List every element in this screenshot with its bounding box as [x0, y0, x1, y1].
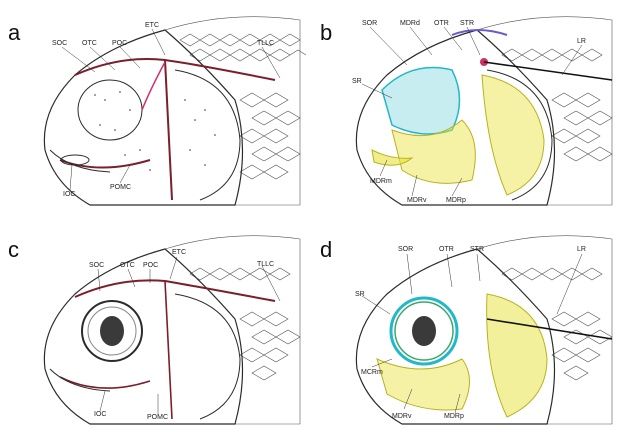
label-otr: OTR	[434, 20, 449, 27]
fish-head-drawing-c	[0, 219, 312, 438]
label-lr: LR	[577, 38, 586, 45]
label-tllc: TLLC	[257, 40, 274, 47]
panel-letter: a	[8, 22, 20, 44]
label-tllc: TLLC	[257, 261, 274, 268]
label-sor: SOR	[362, 20, 377, 27]
label-pomc: POMC	[147, 414, 168, 421]
label-poc: POC	[143, 262, 158, 269]
panel-letter: b	[320, 22, 332, 44]
label-poc: POC	[112, 40, 127, 47]
panel-a: a SOC OTC POC ETC TLLC IOC POMC	[0, 0, 312, 219]
label-soc: SOC	[89, 262, 104, 269]
label-mdrv: MDRv	[392, 413, 411, 420]
label-sr: SR	[355, 291, 365, 298]
label-mcrm: MCRm	[361, 369, 383, 376]
panel-d: d SOR OTR STR LR SR MCRm MDRv MDRp	[312, 219, 624, 438]
label-sor: SOR	[398, 246, 413, 253]
fish-head-drawing-b	[312, 0, 624, 219]
label-otr: OTR	[439, 246, 454, 253]
label-ioc: IOC	[63, 191, 75, 198]
label-pomc: POMC	[110, 184, 131, 191]
label-mdrd: MDRd	[400, 20, 420, 27]
label-str: STR	[460, 20, 474, 27]
panel-c: c SOC OTC POC ETC TLLC IOC POMC	[0, 219, 312, 438]
label-soc: SOC	[52, 40, 67, 47]
fish-head-drawing-a	[0, 0, 312, 219]
panel-b: b SOR MDRd OTR STR LR SR MDRm MDRv MDRp	[312, 0, 624, 219]
panel-letter: d	[320, 239, 332, 261]
label-mdrv: MDRv	[407, 197, 426, 204]
label-lr: LR	[577, 246, 586, 253]
label-ioc: IOC	[94, 411, 106, 418]
label-str: STR	[470, 246, 484, 253]
label-mdrp: MDRp	[444, 413, 464, 420]
label-sr: SR	[352, 78, 362, 85]
label-otc: OTC	[82, 40, 97, 47]
label-mdrp: MDRp	[446, 197, 466, 204]
label-etc: ETC	[172, 249, 186, 256]
label-otc: OTC	[120, 262, 135, 269]
label-etc: ETC	[145, 22, 159, 29]
panel-letter: c	[8, 239, 19, 261]
label-mdrm: MDRm	[370, 178, 392, 185]
